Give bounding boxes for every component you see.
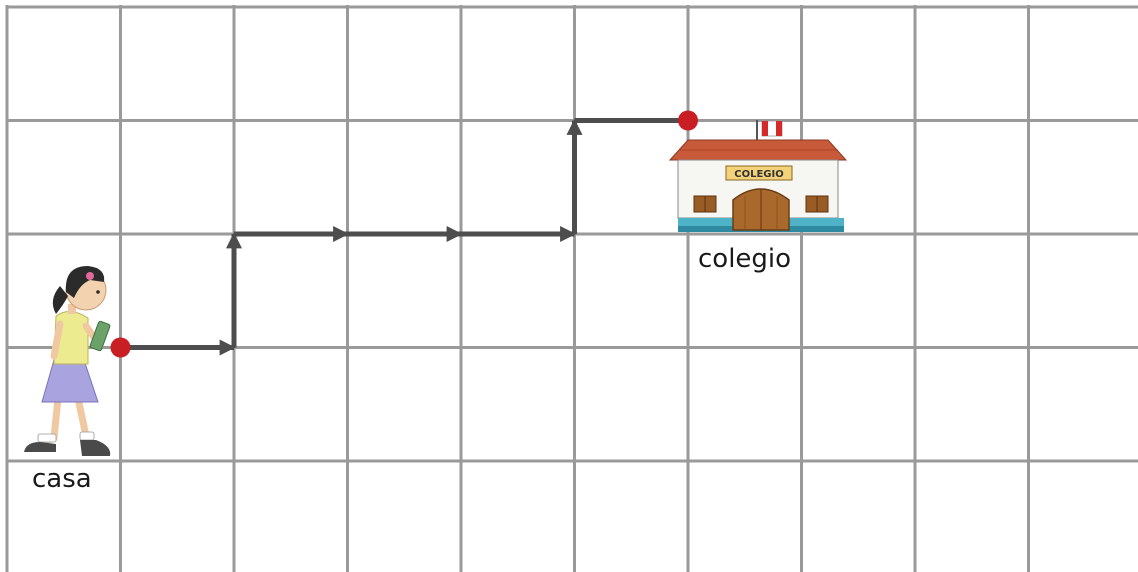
route-path	[120, 118, 688, 356]
grid-lines	[5, 5, 1138, 572]
start-point	[110, 337, 131, 358]
end-point	[678, 110, 698, 131]
school-sign-text: COLEGIO	[734, 169, 783, 180]
end-label: colegio	[698, 244, 791, 274]
school-building-icon: COLEGIO	[668, 120, 848, 232]
peru-flag-icon	[756, 120, 783, 142]
start-label: casa	[32, 464, 92, 494]
girl-walking-icon	[24, 266, 111, 456]
